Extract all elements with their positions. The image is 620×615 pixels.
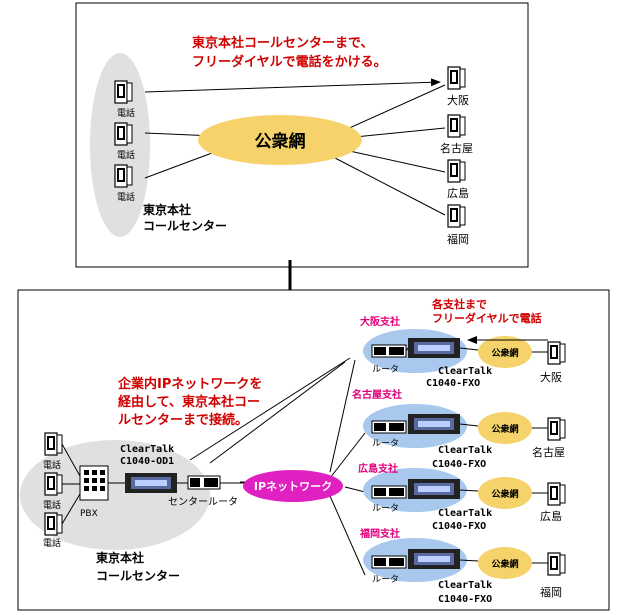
branch-device-line2: C1040-FXO bbox=[438, 594, 492, 605]
bottom-phone-label-1: 電話 bbox=[43, 459, 61, 471]
phone-icon bbox=[447, 114, 466, 138]
pbx-icon bbox=[79, 465, 109, 501]
top-city-osaka: 大阪 bbox=[447, 93, 469, 107]
bottom-note-left-line2: 経由して、東京本社コー bbox=[118, 394, 260, 410]
branch-device-line1: ClearTalk bbox=[438, 366, 492, 377]
phone-icon bbox=[44, 472, 63, 496]
top-city-hiroshima: 広島 bbox=[447, 186, 469, 200]
branch-hiroshima bbox=[363, 468, 566, 512]
router-label: ルータ bbox=[372, 438, 399, 449]
branch-nagoya bbox=[363, 404, 566, 448]
branch-public-net-label: 公衆網 bbox=[491, 558, 518, 570]
ip-network-cloud bbox=[243, 470, 343, 502]
branch-public-net-label: 公衆網 bbox=[491, 423, 518, 435]
center-router-label: センタールータ bbox=[168, 496, 238, 508]
branch-device-line1: ClearTalk bbox=[438, 445, 492, 456]
phone-icon bbox=[44, 512, 63, 536]
link-hiroshima bbox=[344, 486, 366, 493]
router-label: ルータ bbox=[372, 364, 399, 375]
bottom-phone-label-3: 電話 bbox=[43, 537, 61, 549]
bottom-note-left-line1: 企業内IPネットワークを bbox=[117, 376, 262, 392]
ip-network-label: IPネットワーク bbox=[254, 480, 332, 493]
link-osaka bbox=[329, 359, 356, 473]
phone-icon bbox=[447, 66, 466, 90]
top-line-nagoya bbox=[354, 127, 446, 138]
top-public-net-cloud bbox=[198, 115, 362, 165]
bottom-note-right-line1: 各支社まで bbox=[431, 297, 487, 311]
top-city-fukuoka: 福岡 bbox=[447, 232, 469, 246]
phone-icon bbox=[447, 204, 466, 228]
bottom-city-nagoya: 名古屋 bbox=[532, 445, 565, 459]
top-phone-label-3: 電話 bbox=[117, 191, 135, 203]
phone-icon bbox=[447, 159, 466, 183]
center-device-line2: C1040-OD1 bbox=[120, 456, 174, 467]
path-line-b bbox=[189, 357, 351, 461]
branch-name-osaka: 大阪支社 bbox=[360, 315, 400, 328]
link-fukuoka bbox=[329, 495, 366, 576]
top-note-line2: フリーダイヤルで電話をかける。 bbox=[192, 54, 387, 70]
bottom-note-right-line2: フリーダイヤルで電話 bbox=[432, 311, 542, 325]
bottom-note-left-line3: ルセンターまで接続。 bbox=[118, 412, 248, 428]
branch-public-net-label: 公衆網 bbox=[491, 488, 518, 500]
branch-name-fukuoka: 福岡支社 bbox=[359, 527, 400, 540]
top-city-nagoya: 名古屋 bbox=[440, 141, 473, 155]
top-center-line1: 東京本社 bbox=[143, 202, 191, 217]
bottom-city-fukuoka: 福岡 bbox=[540, 585, 562, 599]
branch-device-line2: C1040-FXO bbox=[426, 378, 480, 389]
top-line-phone3 bbox=[144, 149, 221, 179]
phone-icon bbox=[114, 122, 133, 146]
phone-icon bbox=[44, 432, 63, 456]
bottom-city-hiroshima: 広島 bbox=[540, 509, 562, 523]
branch-public-net-label: 公衆網 bbox=[491, 347, 518, 359]
top-note-line1: 東京本社コールセンターまで、 bbox=[192, 35, 373, 51]
path-line-a bbox=[209, 361, 346, 464]
bottom-city-osaka: 大阪 bbox=[540, 370, 562, 384]
branch-name-nagoya: 名古屋支社 bbox=[352, 388, 402, 401]
bottom-center-ellipse bbox=[20, 440, 210, 550]
top-call-arrow bbox=[144, 78, 441, 93]
branch-fukuoka bbox=[363, 538, 566, 582]
top-phone-label-1: 電話 bbox=[117, 107, 135, 119]
branch-device-line2: C1040-FXO bbox=[432, 521, 486, 532]
bottom-phone-label-2: 電話 bbox=[43, 499, 61, 511]
top-line-osaka bbox=[344, 84, 446, 131]
branch-device-line2: C1040-FXO bbox=[432, 459, 486, 470]
top-public-net-label: 公衆網 bbox=[255, 131, 306, 152]
router-label: ルータ bbox=[372, 503, 399, 514]
branch-device-line1: ClearTalk bbox=[438, 580, 492, 591]
branch-name-hiroshima: 広島支社 bbox=[358, 462, 398, 475]
bottom-center-line2: コールセンター bbox=[96, 569, 180, 583]
branch-osaka bbox=[363, 329, 566, 373]
top-line-hiroshima bbox=[344, 149, 446, 173]
top-line-fukuoka bbox=[334, 157, 446, 216]
center-cleartalk-device bbox=[125, 473, 177, 493]
center-device-line1: ClearTalk bbox=[120, 444, 174, 455]
bottom-center-line1: 東京本社 bbox=[96, 550, 144, 565]
phone-icon bbox=[114, 80, 133, 104]
branch-device-line1: ClearTalk bbox=[438, 508, 492, 519]
pbx-label: PBX bbox=[80, 509, 98, 519]
link-nagoya bbox=[329, 432, 366, 479]
router-label: ルータ bbox=[372, 574, 399, 585]
top-center-line2: コールセンター bbox=[143, 219, 227, 233]
top-phone-label-2: 電話 bbox=[117, 149, 135, 161]
phone-icon bbox=[114, 164, 133, 188]
